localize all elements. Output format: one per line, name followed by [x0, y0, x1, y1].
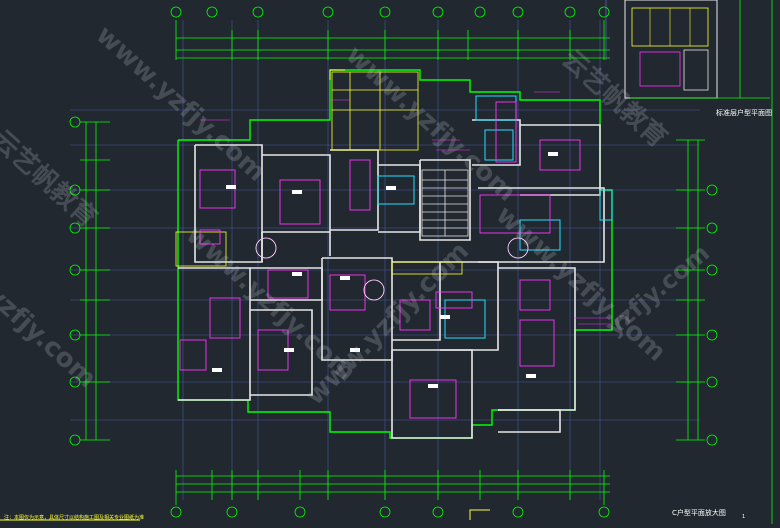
section-markers: [0, 69, 490, 521]
round-tables: [255, 237, 529, 301]
axis-bubbles: [69, 6, 718, 518]
walls: [178, 119, 605, 439]
inset-plan: [605, 0, 773, 524]
stair-core: [421, 169, 469, 237]
building-outline: [177, 69, 613, 439]
right-dimension-lines: [676, 139, 705, 441]
leader-labels: [200, 91, 614, 325]
axis-grid-lines: [70, 20, 700, 500]
inset-plan-title: 标准层户型平面图: [716, 109, 772, 117]
balconies: [175, 71, 463, 275]
furniture-symbols: [179, 101, 581, 419]
top-dimension-lines: [175, 20, 610, 60]
bottom-dimension-lines: [175, 470, 610, 505]
left-dimension-lines: [80, 121, 110, 441]
main-plan-title: C户型平面放大图: [672, 509, 726, 517]
room-label-boxes: [212, 152, 558, 388]
bottom-note: 注：本图仅为示意，具体尺寸以结构施工图及相关专业图纸为准: [4, 515, 145, 521]
bottom-right-mark: 1: [742, 514, 746, 520]
